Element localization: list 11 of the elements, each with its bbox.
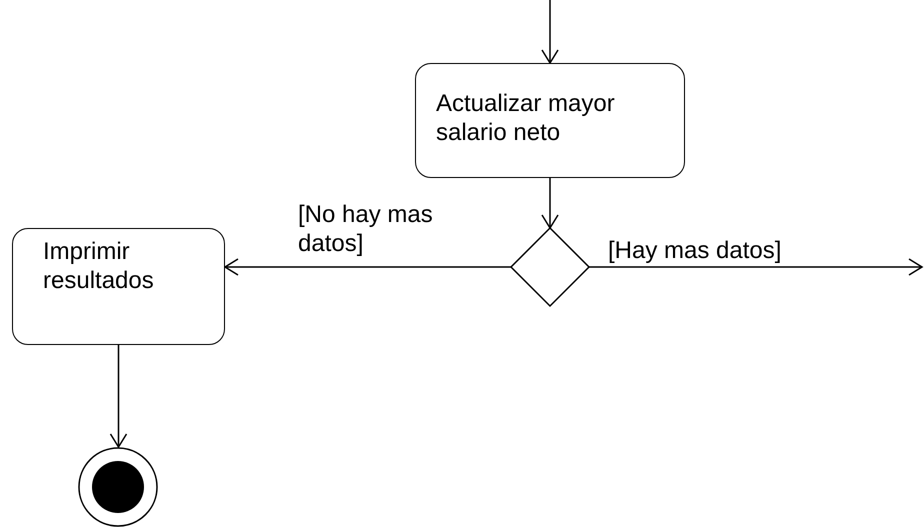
action-label: Imprimir resultados <box>43 237 155 295</box>
final-node <box>78 447 158 527</box>
action-box <box>12 228 225 345</box>
arrow <box>224 258 511 276</box>
arrow <box>541 0 559 64</box>
arrow <box>541 178 559 229</box>
action-box <box>415 63 685 178</box>
action-label: Actualizar mayor salario neto <box>436 89 616 147</box>
decision-diamond <box>511 228 589 306</box>
arrow <box>110 345 128 448</box>
arrow <box>589 258 923 276</box>
